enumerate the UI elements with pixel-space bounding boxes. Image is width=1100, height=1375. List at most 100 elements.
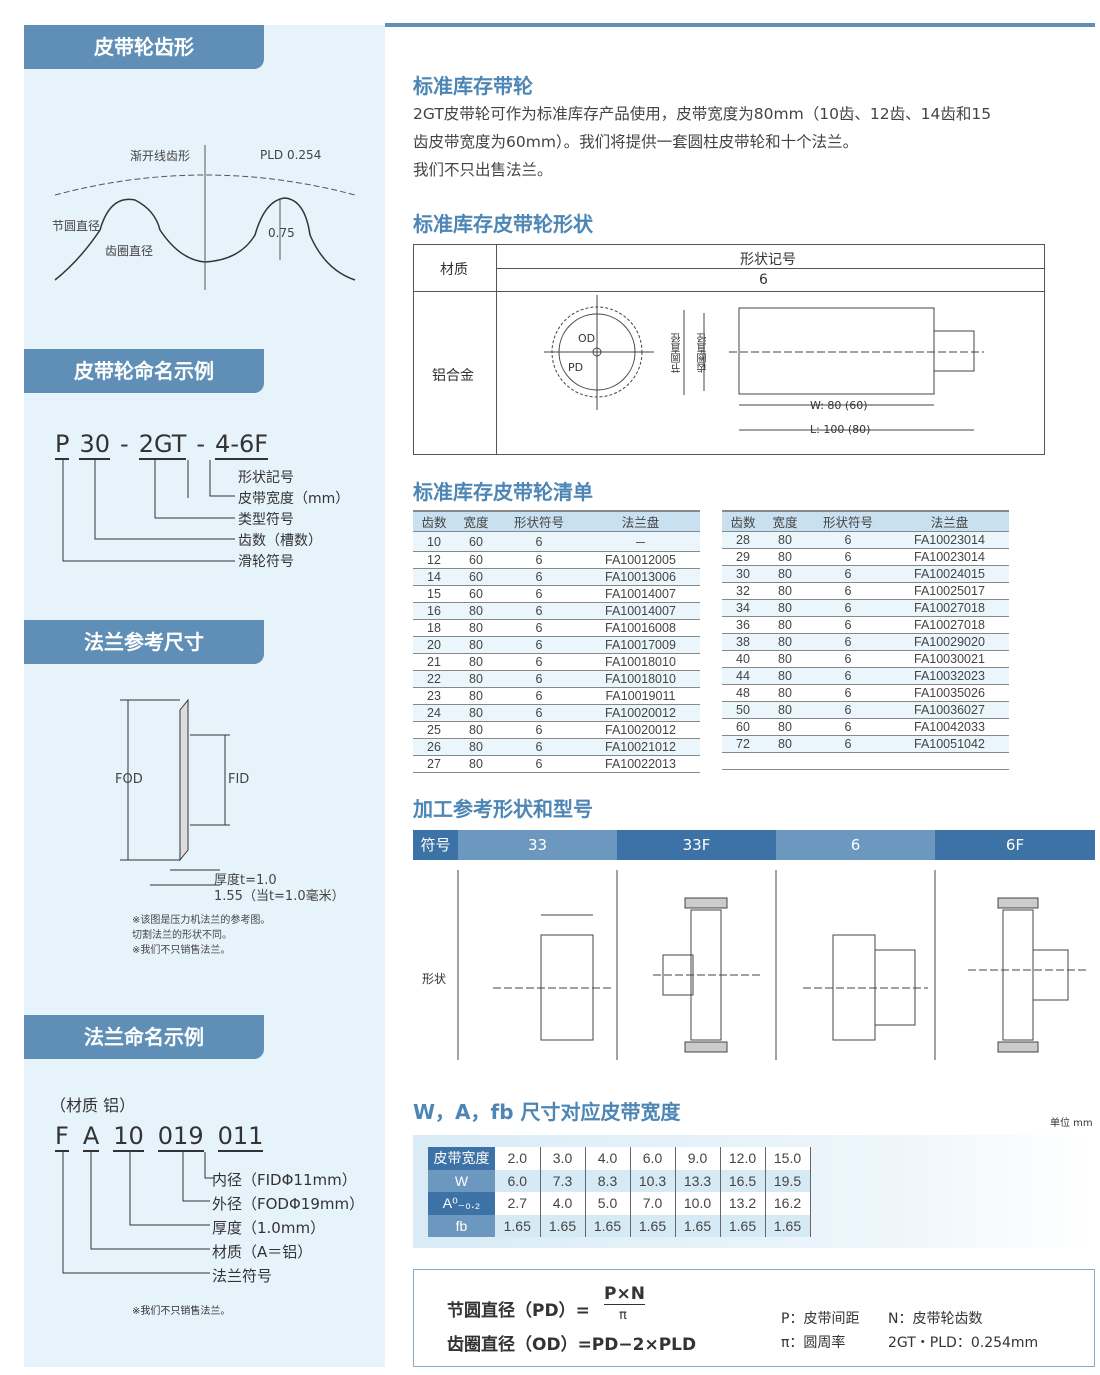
formula-denominator: π [619,1308,627,1323]
table-cell: 1.65 [630,1214,676,1237]
section-title: 标准库存皮带轮清单 [413,480,593,504]
material-label: （材质 铝） [50,1096,136,1115]
table-cell: 80 [454,738,497,756]
table-cell: 12.0 [720,1147,766,1170]
table-cell: 21 [413,653,455,671]
table-cell: 80 [454,670,497,688]
code-part: 30 [79,430,111,460]
table-cell: 18 [413,619,455,637]
table-cell: 19.5 [765,1169,811,1192]
header-row: 齿数宽度形状符号法兰盘 [413,510,700,532]
table-cell: 6 [496,738,581,756]
od-label: OD [578,332,596,345]
naming-label: 滑轮符号 [238,554,294,570]
table-cell: 50 [722,701,764,719]
table-cell: 34 [722,599,764,617]
naming-label: 材质（A＝铝） [212,1243,313,1261]
table-cell: 6.0 [495,1169,541,1192]
table-cell: FA10014007 [580,585,700,603]
table-cell: 22 [413,670,455,688]
table-cell: 16.2 [765,1192,811,1215]
table-cell: 7.3 [540,1169,586,1192]
fid-label: FID [228,772,250,787]
col-header: 33 [458,830,617,860]
table-cell: 28 [722,531,764,549]
table-cell: 6 [496,755,581,773]
table-cell: 6 [805,582,890,600]
section-tab-flange: 法兰参考尺寸 [24,620,264,664]
table-cell: FA10030021 [889,650,1009,668]
shape-value: 6 [759,272,768,288]
code-part: 019 [157,1122,204,1152]
pitch-label: 节圆直径 [52,219,101,233]
table-cell: 23 [413,687,455,705]
naming-label: 法兰符号 [212,1267,273,1285]
w-dimension: W: 80 (60) [810,399,868,412]
table-cell: 1.65 [495,1214,541,1237]
pi-legend: π：圆周率 [781,1335,846,1351]
table-cell: 10 [413,531,455,552]
table-cell: 60 [454,531,497,552]
intro-line: 我们不只出售法兰。 [413,161,553,179]
table-cell: 44 [722,667,764,685]
note: 切割法兰的形状不同。 [132,930,232,941]
table-cell: 80 [763,531,806,549]
unit-label: 单位 mm [1050,1118,1093,1129]
table-cell: 2.7 [495,1192,541,1215]
code-part: 011 [217,1122,264,1152]
table-cell: FA10022013 [580,755,700,773]
table-cell: FA10018010 [580,670,700,688]
table-cell: 13.2 [720,1192,766,1215]
column-header: 宽度 [763,510,806,532]
table-cell: 6 [496,619,581,637]
col-header: 6F [935,830,1095,860]
thickness-label: 厚度t=1.0 [214,873,277,888]
table-cell: 29 [722,548,764,566]
pulley-code: P 30- 2GT- 4-6F [55,430,269,460]
table-cell [722,752,764,770]
pd-formula: 节圆直径（PD）= [447,1301,590,1321]
col-header: 33F [617,830,776,860]
table-cell: 24 [413,704,455,722]
table-cell: 40 [722,650,764,668]
table-cell: 60 [454,551,497,569]
table-cell: 80 [454,721,497,739]
top-rule [385,23,1095,27]
table-cell: 16.5 [720,1169,766,1192]
table-cell: FA10019011 [580,687,700,705]
table-cell: 80 [763,701,806,719]
table-cell: 6 [496,568,581,586]
fod-label: FOD [115,772,143,787]
table-cell: 80 [454,619,497,637]
column-header: 形状符号 [805,510,890,532]
col-header: 6 [776,830,935,860]
table-cell [763,752,806,770]
material-value: 铝合金 [432,368,474,384]
table-cell: 6 [496,670,581,688]
code-part: 4-6F [215,430,269,460]
naming-label: 内径（FIDΦ11mm） [212,1171,357,1189]
table-cell: FA10021012 [580,738,700,756]
depth-label: 0.75 [268,226,295,240]
table-cell: 8.3 [585,1169,631,1192]
table-cell: 6 [496,531,581,552]
